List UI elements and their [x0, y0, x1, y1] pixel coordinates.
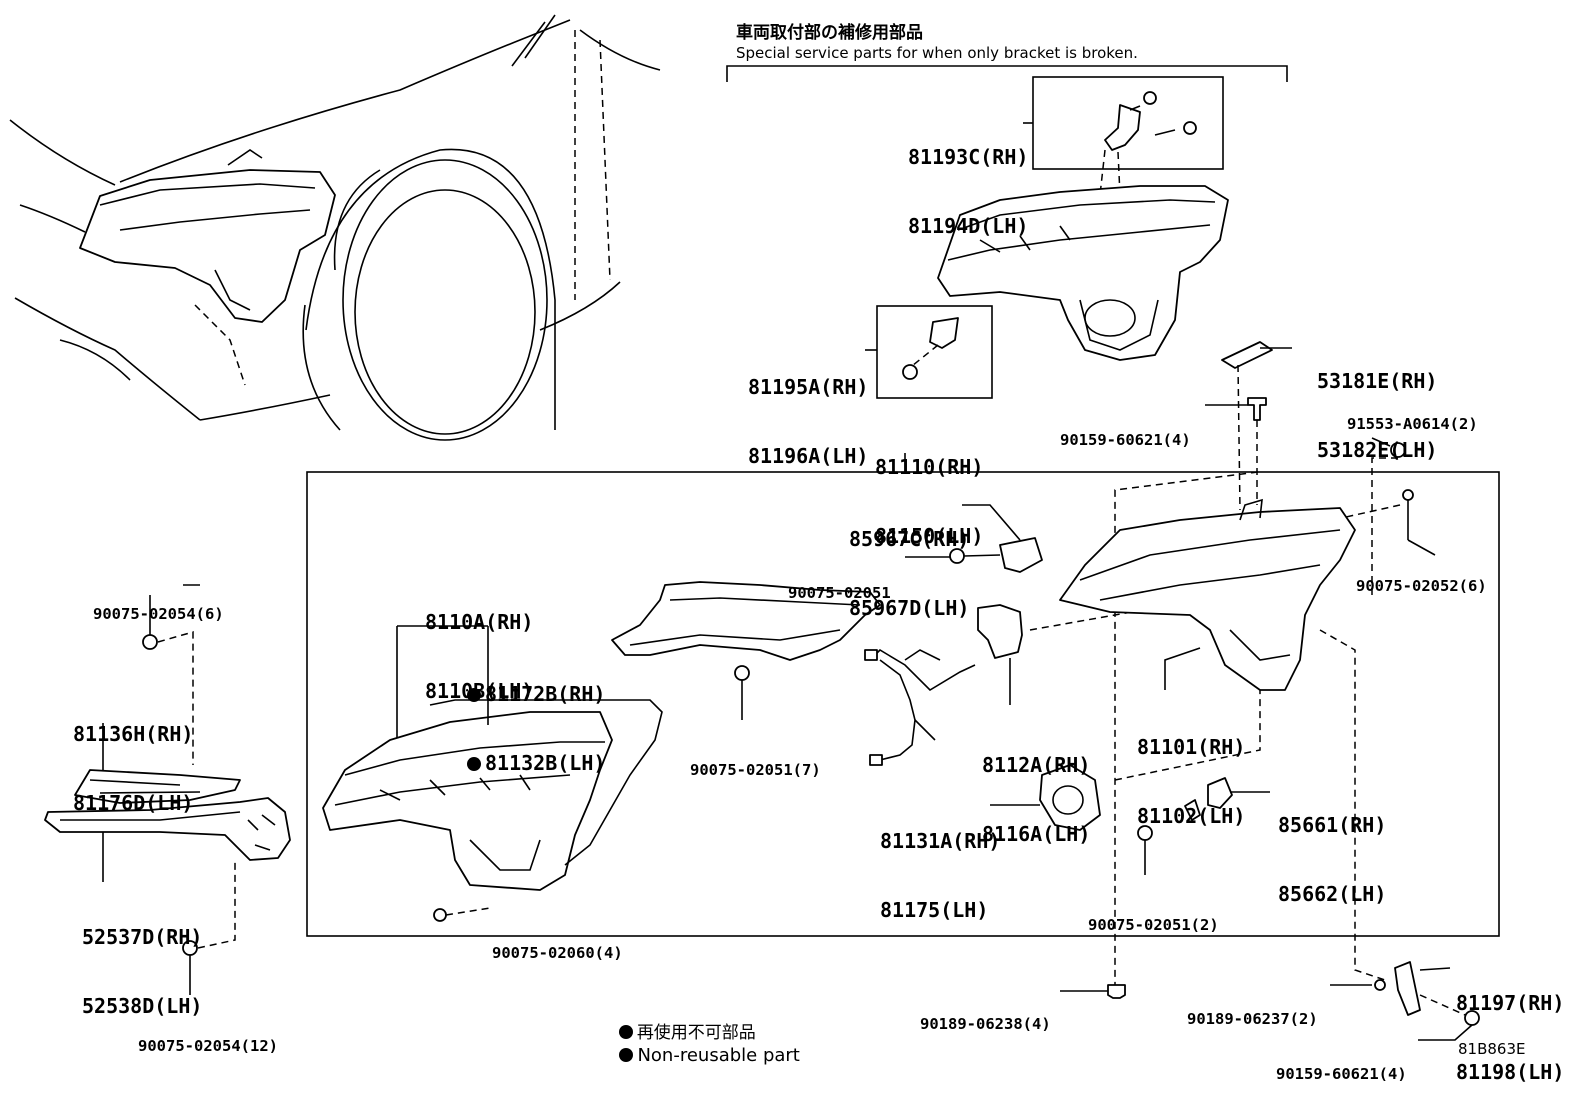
non-reusable-legend-icon	[619, 1048, 634, 1062]
wire-harness-illustration	[864, 648, 976, 766]
legend-en-text: Non-reusable part	[637, 1045, 800, 1066]
part-number-90075-02051-2: 90075-02051(2)	[1088, 915, 1219, 934]
part-number-90159-60621-bottom: 90159-60621(4)	[1276, 1064, 1407, 1083]
part-number-81175: 81175(LH)	[880, 898, 989, 922]
part-label-90075-02060[interactable]: 90075-02060(4)	[492, 909, 623, 980]
part-label-81193[interactable]: 81193C(RH) 81194D(LH)	[908, 100, 1028, 261]
legend-jp: 再使用不可部品	[608, 998, 756, 1043]
part-label-90075-02054-6[interactable]: 90075-02054(6)	[93, 570, 224, 641]
part-label-81136[interactable]: 81136H(RH) 81176D(LH)	[73, 677, 193, 838]
part-number-53182e: 53182E(LH)	[1317, 438, 1438, 462]
legend-en: Non-reusable part	[608, 1024, 800, 1066]
part-number-81193c: 81193C(RH)	[908, 145, 1029, 169]
main-assembly-frame	[306, 471, 1500, 937]
part-label-90075-02051-7[interactable]: 90075-02051(7)	[690, 726, 821, 797]
part-number-8112a: 8112A(RH)	[982, 753, 1091, 777]
header-title-jp: 車両取付部の補修用部品	[736, 23, 923, 43]
headlamp-assembly-illustration	[937, 185, 1229, 361]
part-label-90189-06237[interactable]: 90189-06237(2)	[1187, 975, 1318, 1046]
bracket-85661	[1207, 777, 1233, 809]
part-number-81136h: 81136H(RH)	[73, 722, 194, 746]
part-label-90075-02054-12[interactable]: 90075-02054(12)	[138, 1002, 278, 1073]
part-number-81195a: 81195A(RH)	[748, 375, 869, 399]
part-number-90189-06238: 90189-06238(4)	[920, 1014, 1051, 1033]
headlamp-lens-8110	[322, 699, 663, 891]
part-label-52537[interactable]: 52537D(RH) 52538D(LH)	[82, 880, 202, 1041]
part-label-53181[interactable]: 53181E(RH) 53182E(LH)	[1317, 324, 1437, 485]
non-reusable-legend-icon	[618, 1025, 633, 1039]
part-number-81196a: 81196A(LH)	[748, 444, 869, 468]
part-number-90075-02060: 90075-02060(4)	[492, 943, 623, 962]
clip-90189-06238	[1107, 984, 1126, 999]
vehicle-front-corner-illustration	[9, 14, 661, 441]
part-label-8112[interactable]: 8112A(RH) 8116A(LH)	[982, 708, 1090, 869]
part-label-81172[interactable]: 81172B(RH) 81132B(LH)	[467, 637, 605, 798]
part-number-81102: 81102(LH)	[1137, 804, 1246, 828]
part-number-81150: 81150(LH)	[875, 524, 984, 548]
part-label-85661[interactable]: 85661(RH) 85662(LH)	[1278, 768, 1386, 929]
part-number-8116a: 8116A(LH)	[982, 822, 1091, 846]
part-label-90159-bottom[interactable]: 90159-60621(4)	[1276, 1030, 1407, 1101]
part-number-81194d: 81194D(LH)	[908, 214, 1029, 238]
part-number-85967d: 85967D(LH)	[849, 596, 970, 620]
part-label-90075-02052[interactable]: 90075-02052(6)	[1356, 542, 1487, 613]
actuator-8112	[977, 604, 1023, 659]
non-reusable-marker-icon	[467, 688, 481, 702]
part-label-81101[interactable]: 81101(RH) 81102(LH)	[1137, 690, 1245, 851]
legend-jp-text: 再使用不可部品	[636, 1023, 756, 1043]
part-label-90159-top[interactable]: 90159-60621(4)	[1060, 396, 1191, 467]
module-85967	[999, 537, 1043, 573]
part-label-90075-02051-2[interactable]: 90075-02051(2)	[1088, 881, 1219, 952]
figure-id: 81B863E	[1458, 1040, 1526, 1058]
part-label-81110[interactable]: 81110(RH) 81150(LH)	[875, 410, 983, 571]
ring-81131	[1039, 764, 1101, 831]
part-number-90159-60621: 90159-60621(4)	[1060, 430, 1191, 449]
part-number-90075-02054-12: 90075-02054(12)	[138, 1036, 278, 1055]
part-number-90189-06237: 90189-06237(2)	[1187, 1009, 1318, 1028]
part-number-81131a: 81131A(RH)	[880, 829, 1001, 853]
bezel-frame-illustration	[611, 581, 881, 661]
lamp-housing-81101	[1059, 498, 1356, 691]
part-number-85661: 85661(RH)	[1278, 813, 1387, 837]
part-label-90075-02051[interactable]: 90075-02051	[788, 549, 891, 620]
part-number-91553-a0614: 91553-A0614(2)	[1347, 414, 1478, 433]
part-number-90075-02051: 90075-02051	[788, 583, 891, 602]
part-label-85967[interactable]: 85967C(RH) 85967D(LH)	[849, 482, 969, 643]
part-number-53181e: 53181E(RH)	[1317, 369, 1438, 393]
bracket-81195-box	[865, 305, 993, 399]
header-title-en: Special service parts for when only brac…	[736, 44, 1138, 62]
special-parts-bracket-line	[726, 65, 1288, 82]
part-number-81198: 81198(LH)	[1456, 1060, 1565, 1084]
bumper-retainer-52537	[44, 797, 291, 861]
part-number-90075-02051-7: 90075-02051(7)	[690, 760, 821, 779]
part-number-85662: 85662(LH)	[1278, 882, 1387, 906]
part-number-90075-02052: 90075-02052(6)	[1356, 576, 1487, 595]
part-label-90189-06238[interactable]: 90189-06238(4)	[920, 980, 1051, 1051]
part-number-81172b: 81172B(RH)	[485, 682, 606, 706]
part-number-52538d: 52538D(LH)	[82, 994, 203, 1018]
part-number-81132b: 81132B(LH)	[485, 751, 606, 775]
part-number-81101: 81101(RH)	[1137, 735, 1246, 759]
non-reusable-marker-icon	[467, 757, 481, 771]
part-label-91553[interactable]: 91553-A0614(2)	[1347, 380, 1478, 451]
part-label-81131[interactable]: 81131A(RH) 81175(LH)	[880, 784, 1000, 945]
part-label-81195[interactable]: 81195A(RH) 81196A(LH)	[748, 330, 868, 491]
part-number-81197: 81197(RH)	[1456, 991, 1565, 1015]
part-label-81197[interactable]: 81197(RH) 81198(LH)	[1456, 946, 1564, 1107]
bolt-90159-top	[1247, 397, 1267, 421]
part-number-85967c: 85967C(RH)	[849, 527, 970, 551]
part-number-81176d: 81176D(LH)	[73, 791, 194, 815]
part-number-8110a: 8110A(RH)	[425, 610, 534, 634]
trim-53181	[1221, 341, 1273, 369]
part-number-52537d: 52537D(RH)	[82, 925, 203, 949]
part-number-81110: 81110(RH)	[875, 455, 984, 479]
bracket-81193-box	[1023, 76, 1224, 196]
trim-81136-illustration	[74, 769, 241, 804]
part-number-90075-02054: 90075-02054(6)	[93, 604, 224, 623]
bracket-81197	[1394, 961, 1421, 1016]
